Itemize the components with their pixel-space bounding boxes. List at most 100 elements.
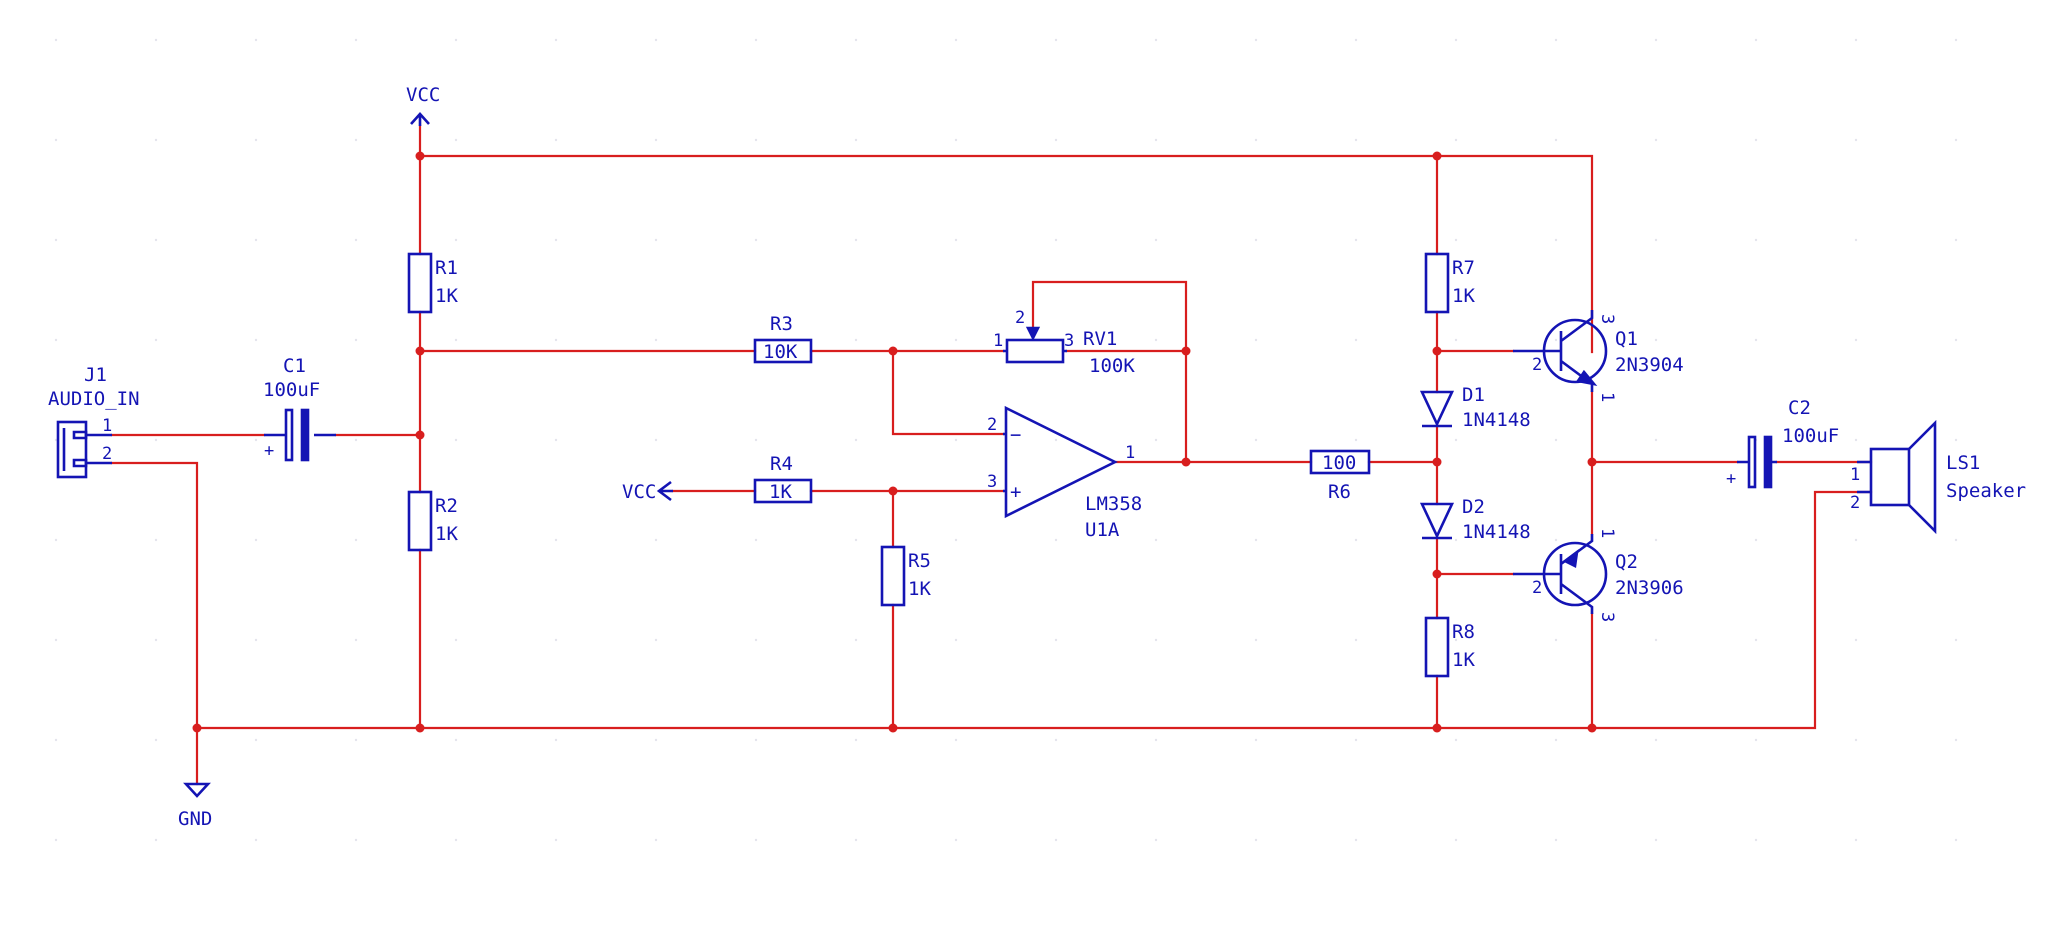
grid-dot <box>54 438 58 442</box>
grid-dot <box>1154 738 1158 742</box>
q2-pin-b: 2 <box>1532 578 1542 598</box>
q1-pin-b: 2 <box>1532 355 1542 375</box>
grid-dot <box>1654 838 1658 842</box>
junction-dot <box>1181 346 1191 356</box>
junction-dot <box>1432 457 1442 467</box>
q2-pin-c: 3 <box>1597 612 1617 622</box>
j1-pin2: 2 <box>102 444 112 464</box>
grid-dot <box>854 238 858 242</box>
u1-minus: − <box>1010 424 1021 446</box>
grid-dot <box>354 238 358 242</box>
resistor-r1[interactable]: R1 1K <box>407 252 458 314</box>
vcc-label: VCC <box>406 84 440 106</box>
grid-dot <box>354 838 358 842</box>
grid-dot <box>1354 838 1358 842</box>
grid-dot <box>1354 638 1358 642</box>
grid-dot <box>954 238 958 242</box>
resistor-r7[interactable]: R7 1K <box>1424 252 1475 314</box>
grid-dot <box>1754 338 1758 342</box>
grid-dot <box>454 38 458 42</box>
capacitor-c2[interactable]: C2 100uF + <box>1726 397 1839 489</box>
grid-dot <box>1454 438 1458 442</box>
grid-dot <box>1554 338 1558 342</box>
grid-dot <box>554 538 558 542</box>
gnd-symbol[interactable]: GND <box>178 782 212 830</box>
grid-dot <box>1754 538 1758 542</box>
grid-dot <box>354 738 358 742</box>
r1-value: 1K <box>435 285 458 307</box>
diode-d2[interactable]: D2 1N4148 <box>1419 496 1531 543</box>
vcc-label: VCC <box>622 481 656 503</box>
grid-dot <box>1954 138 1958 142</box>
grid-dot <box>54 838 58 842</box>
grid-dot <box>1454 38 1458 42</box>
grid-dot <box>654 738 658 742</box>
grid-dot <box>1554 538 1558 542</box>
vcc-symbol-top[interactable]: VCC <box>406 84 440 126</box>
capacitor-c1[interactable]: C1 100uF + <box>263 355 336 462</box>
grid-dot <box>754 138 758 142</box>
potentiometer-rv1[interactable]: RV1 100K 1 2 3 <box>993 308 1135 377</box>
grid-dot <box>1354 138 1358 142</box>
grid-dot <box>54 138 58 142</box>
gnd-label: GND <box>178 808 212 830</box>
grid-dot <box>1354 738 1358 742</box>
resistor-r3[interactable]: R3 10K <box>753 313 813 364</box>
grid-dot <box>54 738 58 742</box>
grid-dot <box>254 38 258 42</box>
resistor-r2[interactable]: R2 1K <box>407 490 458 552</box>
grid-dot <box>1554 738 1558 742</box>
transistor-q1[interactable]: Q1 2N3904 2 3 1 <box>1513 310 1684 402</box>
connector-j1[interactable]: J1 AUDIO_IN 1 2 <box>48 364 140 479</box>
junction-dot <box>1587 457 1597 467</box>
grid-dot <box>154 738 158 742</box>
opamp-u1a[interactable]: − + 2 3 1 LM358 U1A <box>987 405 1142 541</box>
grid-dot <box>654 338 658 342</box>
resistor-r4[interactable]: R4 1K <box>753 453 813 504</box>
c1-plus: + <box>264 441 274 461</box>
grid-dot <box>1454 138 1458 142</box>
grid-dot <box>154 238 158 242</box>
grid-dot <box>1254 438 1258 442</box>
r6-value: 100 <box>1322 452 1356 474</box>
ls1-pin1: 1 <box>1850 465 1860 485</box>
grid-dot <box>154 638 158 642</box>
grid-dot <box>1854 38 1858 42</box>
grid-dot <box>954 738 958 742</box>
grid-dot <box>54 338 58 342</box>
grid-dot <box>1654 538 1658 542</box>
u1-pin-noninv: 3 <box>987 472 997 492</box>
wire-output-node <box>1590 390 1739 536</box>
grid-dot <box>354 538 358 542</box>
grid-dot <box>854 38 858 42</box>
grid-dot <box>254 338 258 342</box>
grid-dot <box>1254 738 1258 742</box>
grid-dot <box>1554 838 1558 842</box>
grid-dot <box>1954 338 1958 342</box>
wire-fb-to-inv <box>891 349 1005 436</box>
grid-dot <box>1054 638 1058 642</box>
speaker-ls1[interactable]: LS1 Speaker 1 2 <box>1850 419 2026 535</box>
grid-dot <box>1554 38 1558 42</box>
grid-dot <box>1554 138 1558 142</box>
diode-d1[interactable]: D1 1N4148 <box>1419 384 1531 431</box>
vcc-symbol-left[interactable]: VCC <box>622 480 673 503</box>
junction-dot <box>192 723 202 733</box>
grid-dot <box>154 38 158 42</box>
grid-dot <box>454 438 458 442</box>
r3-ref: R3 <box>770 313 793 335</box>
grid-dot <box>554 38 558 42</box>
grid-dot <box>1154 138 1158 142</box>
c2-plus: + <box>1726 469 1736 489</box>
ls1-value: Speaker <box>1946 480 2026 502</box>
resistor-r8[interactable]: R8 1K <box>1424 616 1475 678</box>
resistor-r5[interactable]: R5 1K <box>880 545 931 607</box>
grid-dot <box>1654 138 1658 142</box>
r8-ref: R8 <box>1452 621 1475 643</box>
d2-value: 1N4148 <box>1462 521 1531 543</box>
grid-dot <box>954 338 958 342</box>
transistor-q2[interactable]: Q2 2N3906 2 1 3 <box>1513 528 1684 622</box>
grid-dot <box>1154 38 1158 42</box>
resistor-r6[interactable]: 100 R6 <box>1309 449 1371 503</box>
junction-dot <box>415 723 425 733</box>
